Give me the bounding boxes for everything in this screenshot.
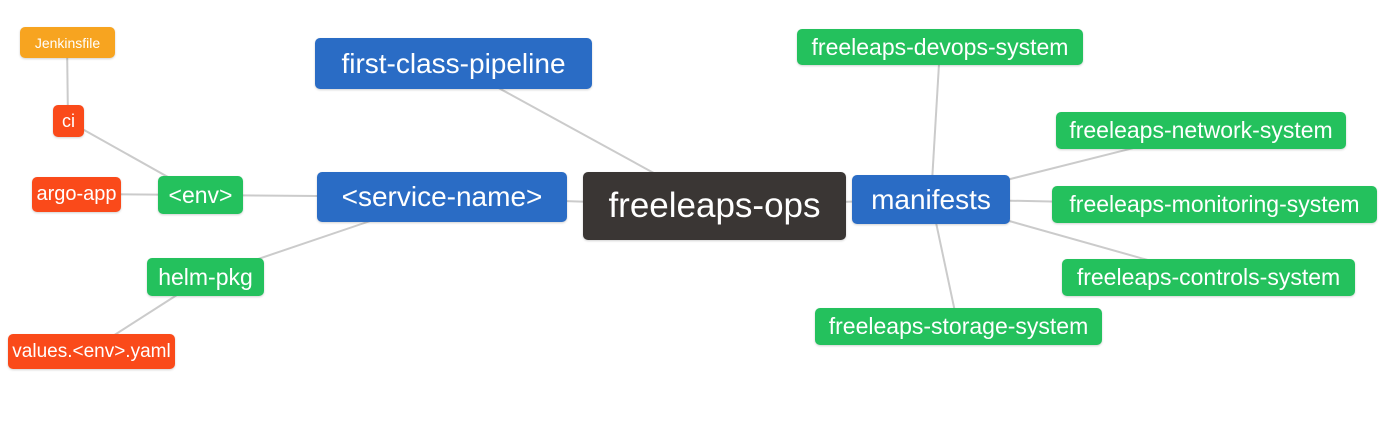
node-freeleaps-controls-system[interactable]: freeleaps-controls-system — [1062, 259, 1355, 296]
node-argo-app[interactable]: argo-app — [32, 177, 121, 212]
node-ci[interactable]: ci — [53, 105, 84, 137]
node-manifests[interactable]: manifests — [852, 175, 1010, 224]
node-jenkinsfile[interactable]: Jenkinsfile — [20, 27, 115, 58]
node-freeleaps-storage-system[interactable]: freeleaps-storage-system — [815, 308, 1102, 345]
node-freeleaps-devops-system[interactable]: freeleaps-devops-system — [797, 29, 1083, 65]
node-values-env-yaml[interactable]: values.<env>.yaml — [8, 334, 175, 369]
node-service-name[interactable]: <service-name> — [317, 172, 567, 222]
node-env[interactable]: <env> — [158, 176, 243, 214]
node-freeleaps-ops[interactable]: freeleaps-ops — [583, 172, 846, 240]
node-first-class-pipeline[interactable]: first-class-pipeline — [315, 38, 592, 89]
node-helm-pkg[interactable]: helm-pkg — [147, 258, 264, 296]
node-freeleaps-network-system[interactable]: freeleaps-network-system — [1056, 112, 1346, 149]
node-freeleaps-monitoring-system[interactable]: freeleaps-monitoring-system — [1052, 186, 1377, 223]
edge-manifests-devops — [930, 46, 941, 200]
